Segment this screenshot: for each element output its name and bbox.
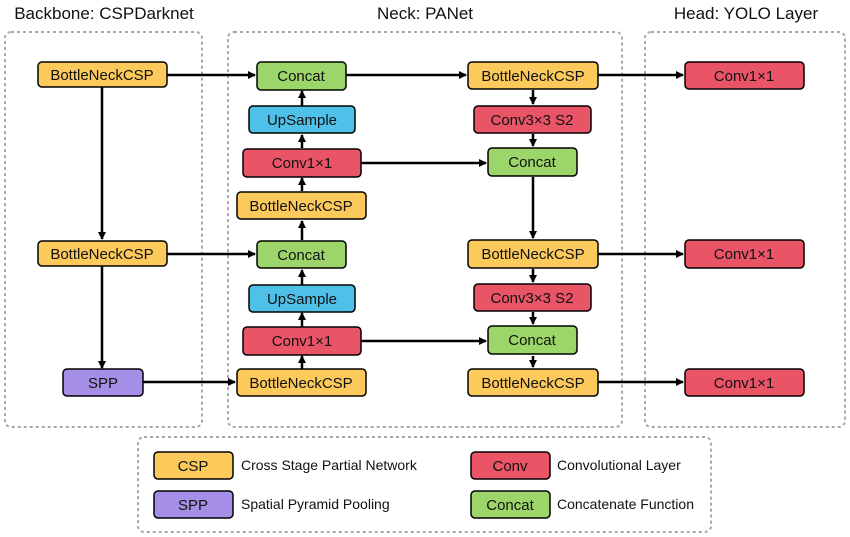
legend-desc: Spatial Pyramid Pooling (241, 496, 390, 512)
node-hd-conv-3: Conv1×1 (684, 368, 805, 397)
node-label: Conv1×1 (714, 246, 774, 263)
node-label: UpSample (267, 291, 337, 308)
node-label: BottleNeckCSP (481, 246, 584, 263)
node-label: UpSample (267, 112, 337, 129)
node-label: Concat (508, 154, 556, 171)
node-nk-csp-2: BottleNeckCSP (236, 368, 367, 397)
node-label: Conv1×1 (272, 155, 332, 172)
node-label: Conv1×1 (714, 68, 774, 85)
node-label: BottleNeckCSP (50, 246, 153, 263)
node-label: BottleNeckCSP (249, 375, 352, 392)
legend-desc: Cross Stage Partial Network (241, 457, 418, 473)
node-nk-csp-5: BottleNeckCSP (467, 368, 599, 397)
node-nk-concat-4: Concat (487, 325, 578, 355)
node-label: Conv3×3 S2 (491, 112, 574, 129)
node-nk-concat-3: Concat (487, 147, 578, 177)
neck-region (227, 31, 623, 428)
connectors (98, 71, 684, 386)
legend-desc: Convolutional Layer (557, 457, 681, 473)
node-bb-csp-2: BottleNeckCSP (37, 240, 168, 267)
node-label: Conv1×1 (272, 333, 332, 350)
node-nk-csp-3: BottleNeckCSP (467, 61, 599, 90)
node-nk-upsample-1: UpSample (248, 105, 356, 134)
node-label: Concat (508, 332, 556, 349)
node-label: Conv1×1 (714, 375, 774, 392)
legend-key: Conv (492, 458, 528, 475)
node-nk-conv-2: Conv1×1 (242, 326, 362, 356)
node-nk-csp-1: BottleNeckCSP (236, 191, 367, 220)
legend-key: CSP (178, 458, 209, 475)
head-title: Head: YOLO Layer (674, 4, 819, 23)
node-hd-conv-2: Conv1×1 (684, 239, 805, 269)
legend-item-conv: Conv Convolutional Layer (470, 451, 681, 480)
node-nk-conv-1: Conv1×1 (242, 148, 362, 178)
node-nk-upsample-2: UpSample (248, 284, 356, 313)
legend-item-spp: SPP Spatial Pyramid Pooling (153, 490, 390, 519)
head-region (644, 31, 846, 428)
legend-key: Concat (486, 497, 534, 514)
legend-key: SPP (178, 497, 208, 514)
backbone-title: Backbone: CSPDarknet (14, 4, 194, 23)
backbone-region (4, 31, 203, 428)
node-bb-csp-1: BottleNeckCSP (37, 61, 168, 88)
node-nk-conv3-1: Conv3×3 S2 (473, 105, 592, 134)
legend-item-csp: CSP Cross Stage Partial Network (153, 451, 418, 480)
node-label: BottleNeckCSP (249, 198, 352, 215)
legend-item-concat: Concat Concatenate Function (470, 490, 694, 519)
node-nk-concat-2: Concat (256, 240, 347, 269)
neck-title: Neck: PANet (377, 4, 473, 23)
node-nk-conv3-2: Conv3×3 S2 (473, 283, 592, 312)
node-bb-spp: SPP (62, 368, 144, 397)
node-label: BottleNeckCSP (481, 375, 584, 392)
node-label: Concat (277, 247, 325, 264)
legend: CSP Cross Stage Partial Network SPP Spat… (153, 451, 694, 519)
node-label: BottleNeckCSP (481, 68, 584, 85)
legend-region (137, 436, 712, 533)
node-nk-csp-4: BottleNeckCSP (467, 239, 599, 269)
node-hd-conv-1: Conv1×1 (684, 61, 805, 90)
node-label: BottleNeckCSP (50, 67, 153, 84)
node-nk-concat-1: Concat (256, 61, 347, 91)
legend-desc: Concatenate Function (557, 496, 694, 512)
node-label: Conv3×3 S2 (491, 290, 574, 307)
node-label: Concat (277, 68, 325, 85)
node-label: SPP (88, 375, 118, 392)
